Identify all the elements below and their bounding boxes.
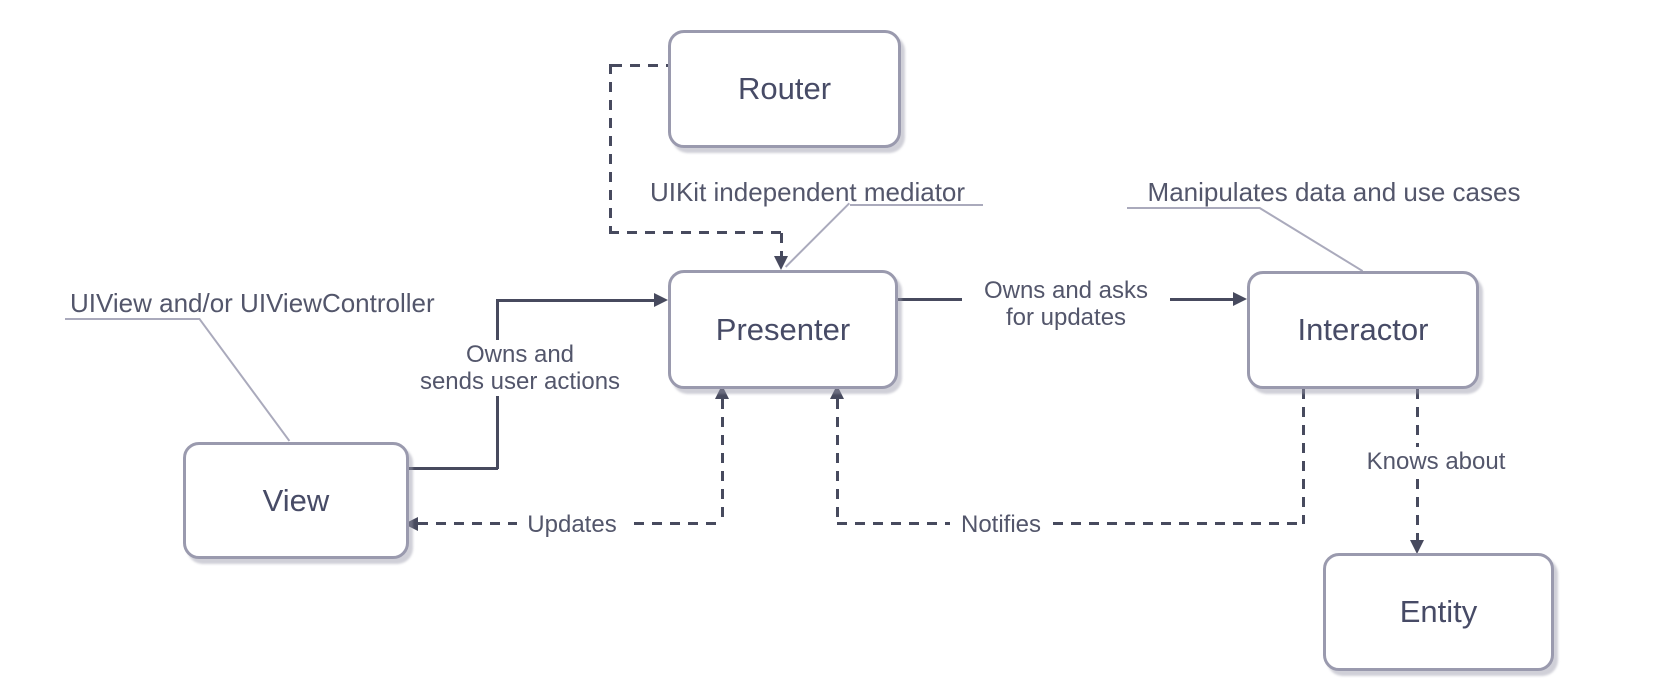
node-presenter-label: Presenter xyxy=(715,311,851,347)
edge-label-knows-about: Knows about xyxy=(1357,447,1515,476)
manipulates-note: Manipulates data and use cases xyxy=(1147,177,1521,207)
node-router: Router xyxy=(668,30,901,148)
edge-label-line: Owns and xyxy=(465,341,575,368)
manipulates-note-leader xyxy=(1127,207,1260,209)
node-view-label: View xyxy=(262,482,330,518)
edge-router-presenter-segment xyxy=(609,64,612,233)
arrowhead-into-interactor-left xyxy=(1233,292,1247,306)
edge-label-line: Owns and asks xyxy=(983,277,1149,304)
node-view: View xyxy=(183,442,409,559)
edge-label-notifies: Notifies xyxy=(950,510,1052,539)
edge-label-owns-asks: Owns and asks for updates xyxy=(962,276,1170,332)
edge-label-line: for updates xyxy=(1005,304,1127,331)
uikit-note-leader xyxy=(850,204,983,206)
node-interactor: Interactor xyxy=(1247,271,1479,389)
uiview-note-leader xyxy=(198,318,291,442)
node-entity-label: Entity xyxy=(1399,594,1478,629)
node-router-label: Router xyxy=(737,71,832,106)
edge-view-presenter-segment xyxy=(496,299,654,302)
edge-view-presenter-segment xyxy=(403,467,498,470)
edge-notifies-segment xyxy=(836,399,839,523)
edge-updates-segment xyxy=(721,399,724,523)
edge-router-presenter-segment xyxy=(612,64,668,67)
arrowhead-into-presenter-left xyxy=(654,293,668,307)
manipulates-note-leader xyxy=(1258,207,1364,272)
edge-label-line: sends user actions xyxy=(419,368,621,395)
node-entity: Entity xyxy=(1323,553,1554,671)
edge-label-owns-sends: Owns and sends user actions xyxy=(406,340,634,396)
arrowhead-into-entity-top xyxy=(1410,540,1424,554)
node-interactor-label: Interactor xyxy=(1297,312,1429,347)
uikit-note-leader xyxy=(784,202,850,268)
arrowhead-into-presenter-top xyxy=(774,256,788,270)
edge-label-updates: Updates xyxy=(517,510,627,539)
uiview-note: UIView and/or UIViewController xyxy=(70,288,435,318)
edge-router-presenter-segment xyxy=(780,233,783,256)
node-presenter: Presenter xyxy=(668,270,898,389)
edge-notifies-segment xyxy=(837,522,1305,525)
edge-router-presenter-segment xyxy=(609,231,783,234)
uiview-note-leader xyxy=(65,318,200,320)
uikit-note: UIKit independent mediator xyxy=(649,177,966,207)
edge-notifies-segment xyxy=(1302,389,1305,524)
